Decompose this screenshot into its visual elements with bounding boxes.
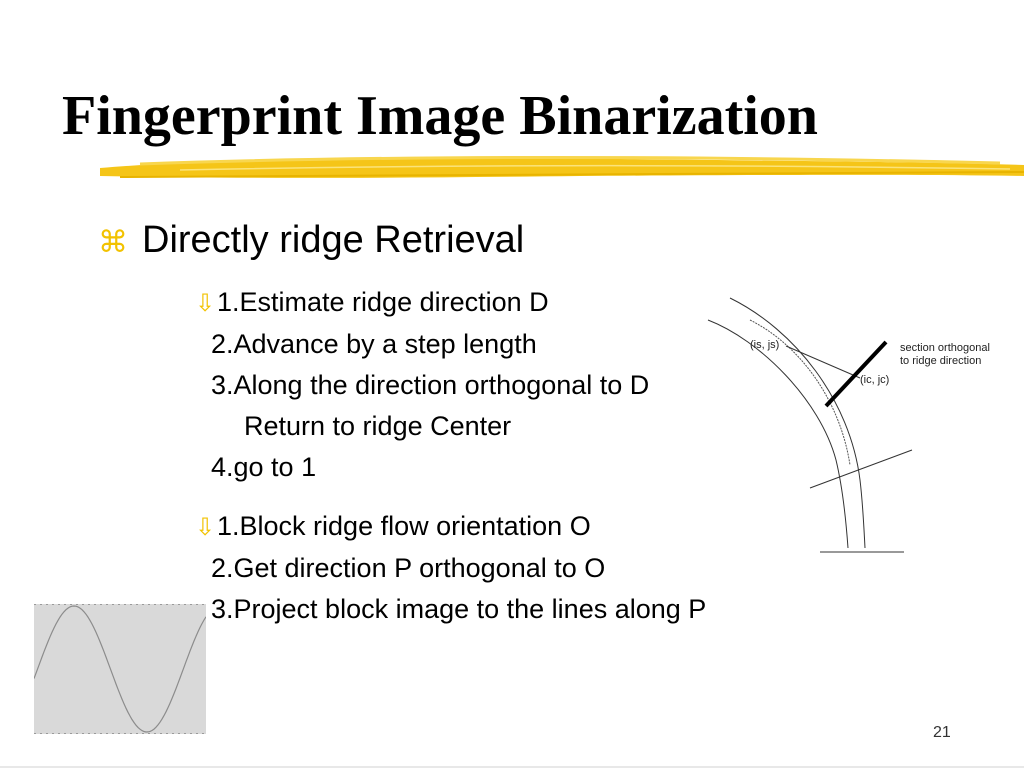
ridge-tracing-diagram: (is, js) (ic, jc) section orthogonal to … [707, 297, 990, 553]
slide-title: Fingerprint Image Binarization [62, 85, 818, 147]
step-text: 3.Project block image to the lines along… [211, 594, 707, 624]
bottom-divider [0, 766, 1024, 768]
step-text: 4.go to 1 [211, 452, 317, 482]
step-text: 2.Get direction P orthogonal to O [211, 553, 606, 583]
yellow-brush-underline [100, 155, 1024, 178]
sine-wave-thumbnail [34, 604, 206, 734]
step-text: Return to ridge Center [244, 411, 512, 441]
page-number: 21 [933, 724, 951, 741]
command-key-icon: ⌘ [98, 226, 128, 259]
block-projection-steps: ⇩1.Block ridge flow orientation O 2.Get … [195, 506, 706, 630]
label-section-line-1: section orthogonal [900, 342, 990, 354]
hollow-down-arrow-icon: ⇩ [195, 514, 216, 541]
step-text: 3.Along the direction orthogonal to D [211, 370, 650, 400]
step-text: 1.Block ridge flow orientation O [217, 511, 591, 541]
hollow-down-arrow-icon: ⇩ [195, 290, 216, 317]
step-text: 2.Advance by a step length [211, 329, 537, 359]
main-bullet: ⌘ Directly ridge Retrieval [98, 218, 524, 265]
main-bullet-text: Directly ridge Retrieval [142, 219, 525, 261]
label-is-js: (is, js) [750, 339, 779, 351]
ridge-retrieval-steps: ⇩1.Estimate ridge direction D 2.Advance … [195, 282, 649, 488]
label-section-line-2: to ridge direction [900, 355, 981, 367]
label-ic-jc: (ic, jc) [860, 374, 889, 386]
step-text: 1.Estimate ridge direction D [217, 287, 549, 317]
